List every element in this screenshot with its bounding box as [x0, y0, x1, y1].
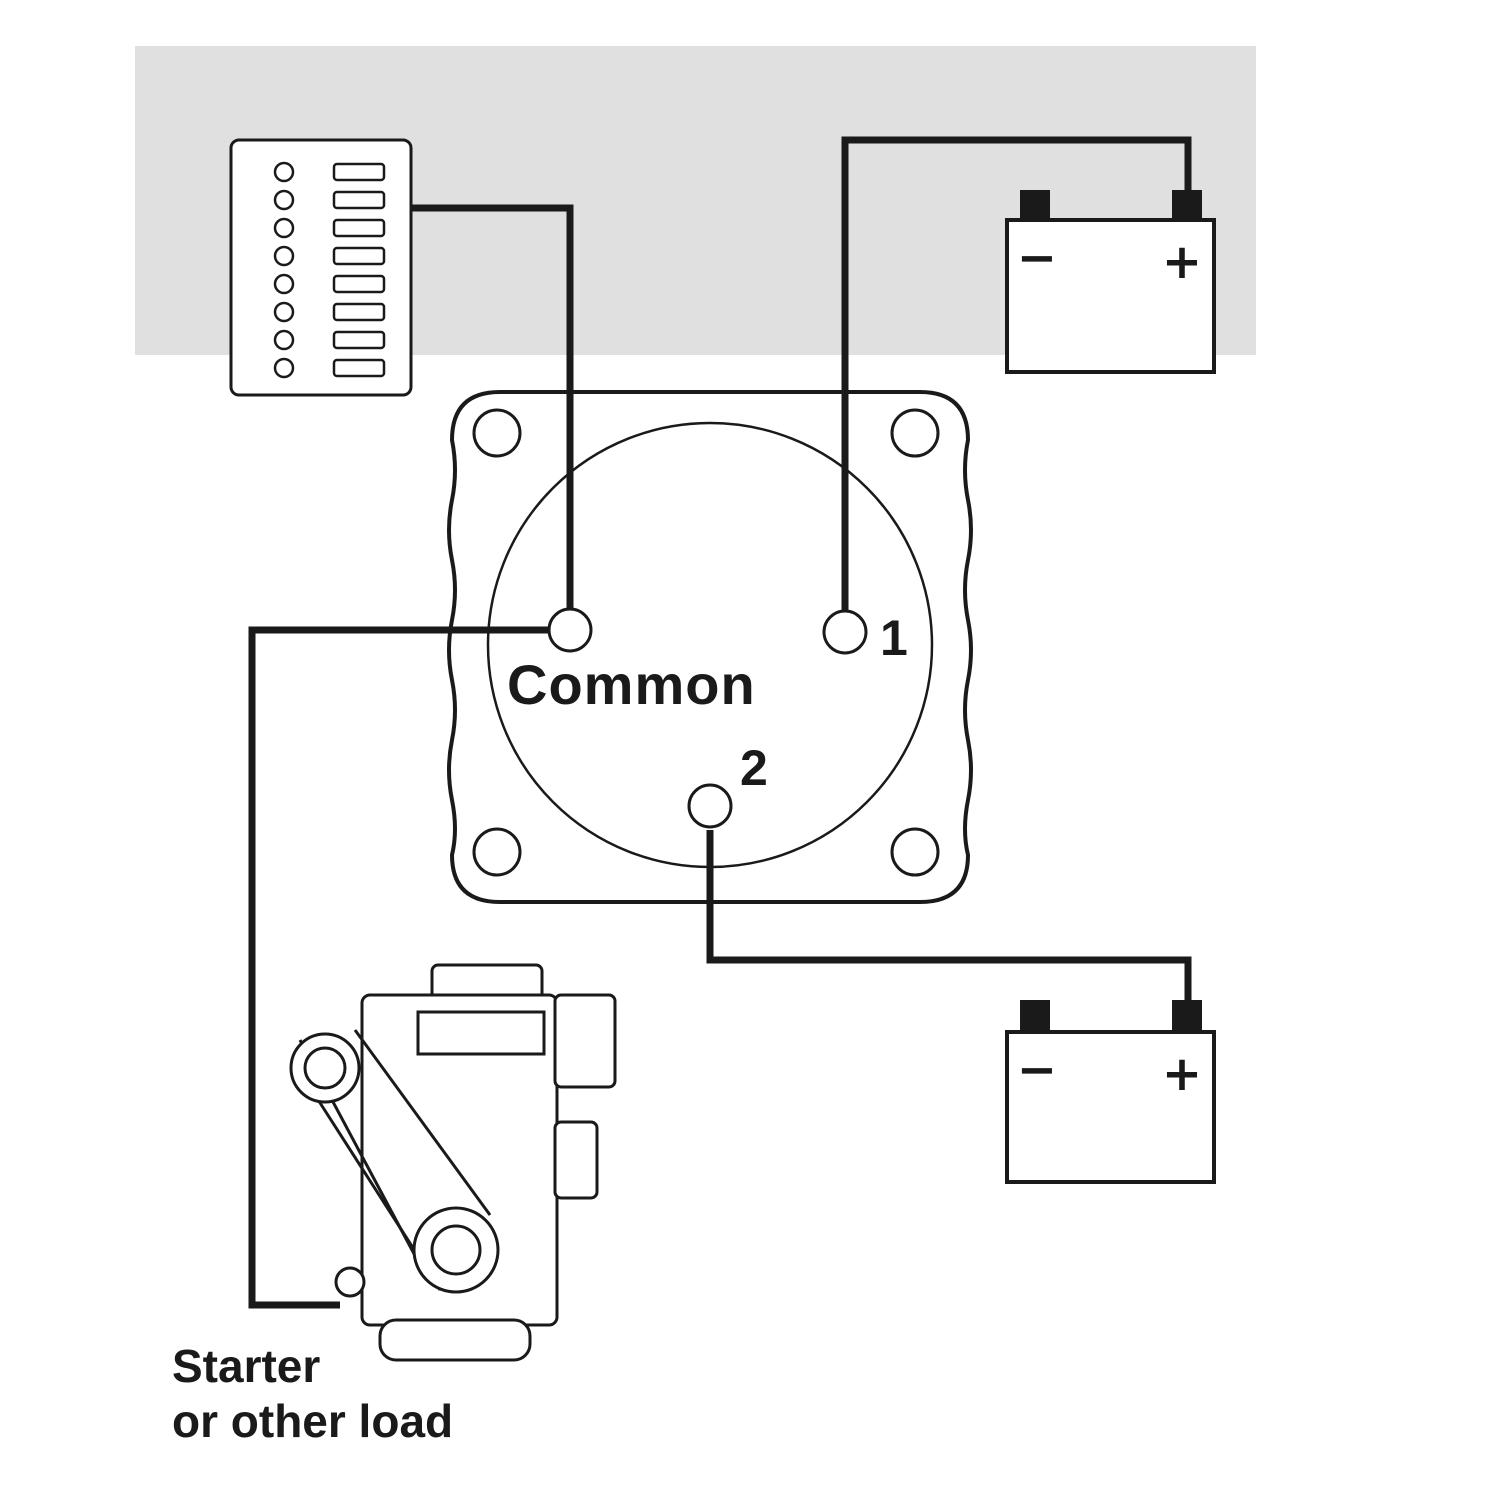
wire-panel-to-common	[411, 204, 574, 615]
battery-bottom-negative-post	[1020, 1000, 1050, 1034]
mount-hole-top-left	[472, 408, 522, 458]
mount-hole-bottom-right	[890, 827, 940, 877]
starter-motor	[289, 963, 617, 1362]
terminal-1-label: 1	[880, 610, 908, 666]
terminal-2-label: 2	[740, 740, 768, 796]
wire-terminal-2-to-battery2	[706, 830, 1192, 1000]
battery-switch	[447, 390, 973, 904]
starter-terminal	[334, 1266, 366, 1298]
battery-top: − +	[1005, 190, 1216, 374]
battery-bottom-negative-sign: −	[1017, 1042, 1057, 1098]
wire-battery1-to-terminal-1	[841, 136, 1192, 615]
terminal-2	[687, 783, 733, 829]
panel-indicator-leds	[273, 161, 295, 379]
battery-top-negative-post	[1020, 190, 1050, 222]
monitor-panel	[229, 138, 413, 397]
load-label-line1: Starter	[172, 1340, 320, 1392]
battery-top-positive-post	[1172, 190, 1202, 222]
battery-bottom: − +	[1005, 1000, 1216, 1184]
battery-bottom-positive-sign: +	[1162, 1046, 1202, 1102]
battery-bottom-positive-post	[1172, 1000, 1202, 1034]
common-label: Common	[507, 653, 756, 716]
common-terminal	[547, 607, 593, 653]
battery-top-positive-sign: +	[1162, 234, 1202, 290]
mount-hole-top-right	[890, 408, 940, 458]
wires	[248, 136, 1192, 1309]
wire-common-to-starter	[248, 626, 548, 1309]
terminal-1	[822, 609, 868, 655]
mount-hole-bottom-left	[472, 827, 522, 877]
battery-top-negative-sign: −	[1017, 230, 1057, 286]
load-label-line2: or other load	[172, 1395, 453, 1447]
panel-switch-slots	[332, 162, 386, 378]
